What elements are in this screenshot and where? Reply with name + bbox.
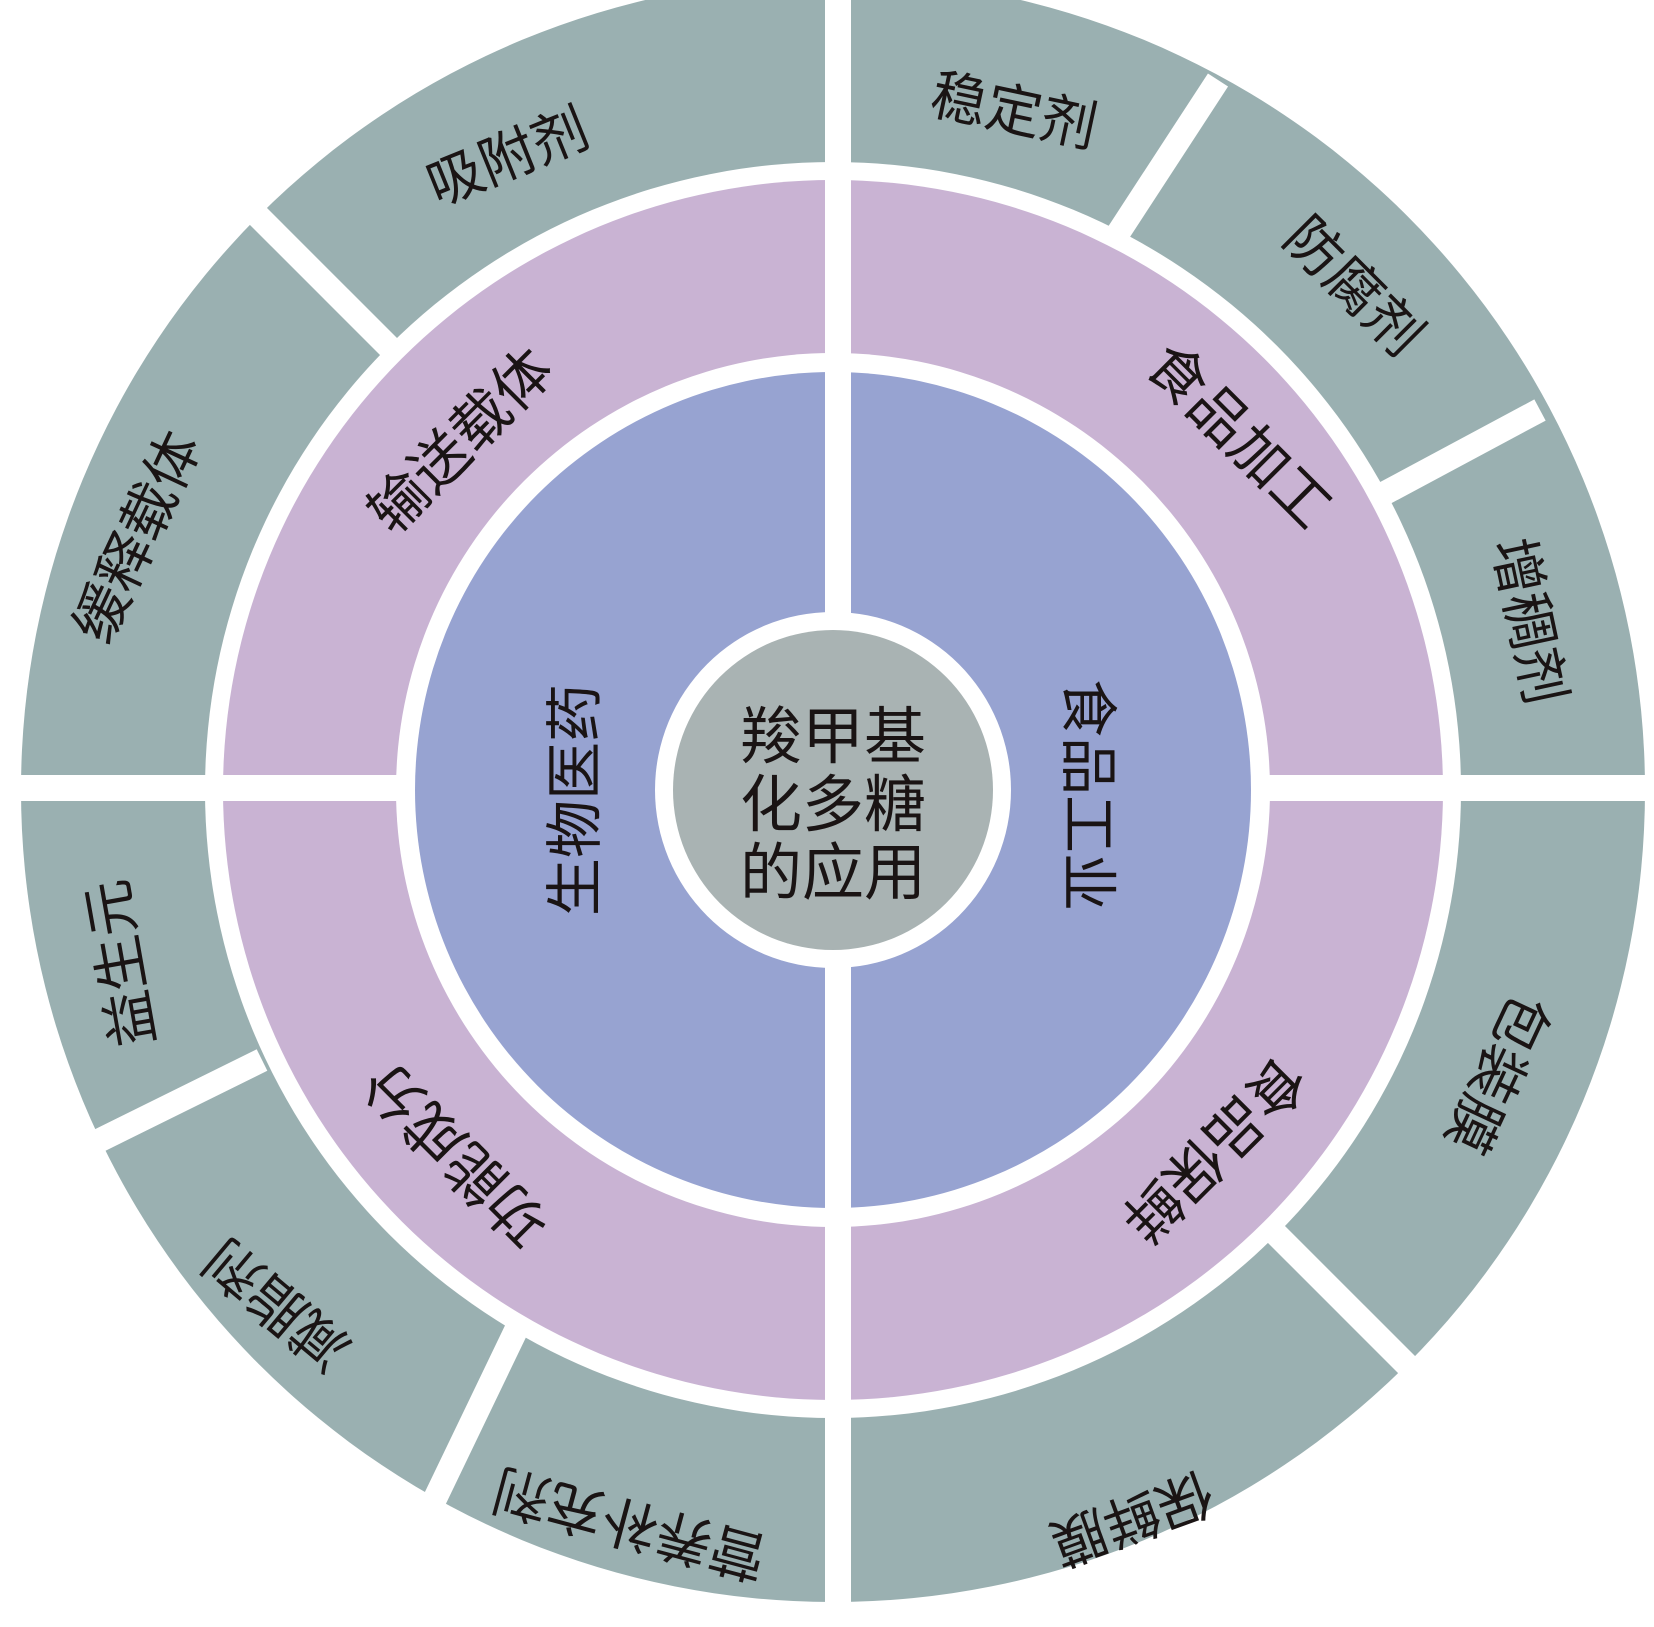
divider-outer-tr2 — [1366, 399, 1546, 511]
divider-outer-bl1 — [74, 1049, 268, 1161]
center-line-1: 羧甲基 — [740, 700, 926, 773]
divider-outer-bl2 — [421, 1316, 531, 1511]
divider-outer-tl — [221, 179, 403, 361]
center-disk — [673, 630, 993, 950]
divider-outer-tr1 — [1104, 73, 1229, 245]
outer-dividers — [74, 73, 1546, 1511]
center-line-2: 化多糖 — [740, 768, 926, 841]
divider-outer-br — [1263, 1221, 1444, 1402]
center-label: 羧甲基 化多糖 的应用 — [740, 700, 926, 909]
level1-label-food-industry: 食品工业 — [1054, 679, 1122, 911]
center-line-3: 的应用 — [740, 836, 926, 909]
level1-label-biomedicine: 生物医药 — [541, 684, 609, 916]
